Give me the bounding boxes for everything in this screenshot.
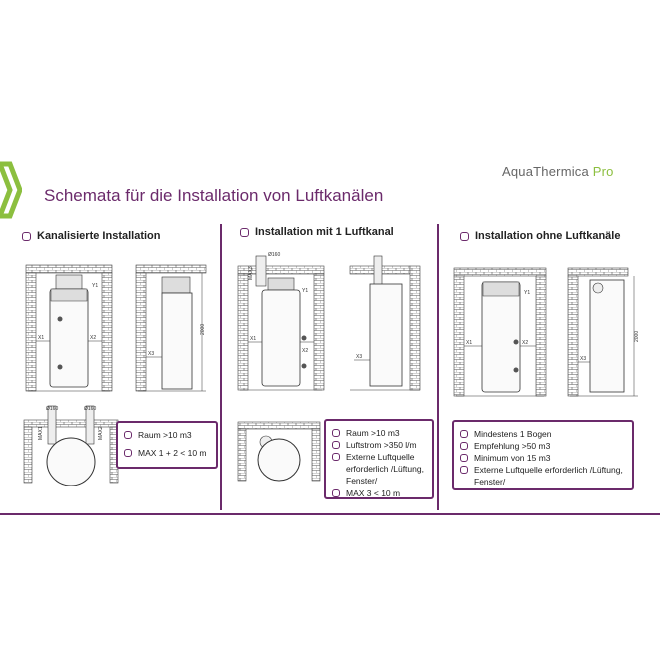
note-item: Externe Luftquelle erforderlich /Lüftung… bbox=[332, 451, 426, 487]
boiler-front bbox=[49, 288, 89, 388]
left-wall bbox=[25, 272, 37, 392]
note-item: Minimum von 15 m3 bbox=[460, 452, 626, 464]
octagon-bullet-icon bbox=[124, 449, 132, 457]
top-view-section-1: Ø160 Ø160 MAX1 MAX2 bbox=[23, 405, 119, 486]
octagon-bullet-icon bbox=[332, 441, 340, 449]
diagram-section-2: X1 X2 Y1 Ø160 MAX3 X3 bbox=[237, 252, 421, 391]
note-item: Raum >10 m3 bbox=[332, 427, 426, 439]
note-item: MAX 3 < 10 m bbox=[332, 487, 426, 499]
right-wall bbox=[101, 272, 113, 392]
octagon-bullet-icon bbox=[332, 453, 340, 461]
octagon-bullet-icon bbox=[460, 454, 468, 462]
octagon-bullet-icon bbox=[22, 231, 31, 241]
dim-label: X3 bbox=[580, 356, 586, 362]
dim-label: X2 bbox=[302, 348, 308, 354]
section-heading-text: Kanalisierte Installation bbox=[37, 230, 161, 242]
ceiling-wall bbox=[25, 264, 113, 274]
section-divider bbox=[220, 224, 222, 510]
dim-label: X1 bbox=[466, 340, 472, 346]
dim-label: Y1 bbox=[92, 283, 98, 289]
bottom-rule bbox=[0, 513, 660, 515]
diagram-section-1: X1 X2 Y1 X3 2000 bbox=[25, 264, 207, 392]
section-heading: Installation mit 1 Luftkanal bbox=[240, 226, 394, 238]
dim-label: X3 bbox=[148, 351, 154, 357]
octagon-bullet-icon bbox=[240, 227, 249, 237]
dim-label: MAX2 bbox=[98, 426, 104, 440]
note-item: Externe Luftquelle erforderlich /Lüftung… bbox=[460, 464, 626, 488]
octagon-bullet-icon bbox=[332, 429, 340, 437]
dim-label: X2 bbox=[522, 340, 528, 346]
dim-label: X3 bbox=[356, 354, 362, 360]
octagon-bullet-icon bbox=[460, 466, 468, 474]
dim-label: MAX3 bbox=[248, 266, 254, 280]
octagon-bullet-icon bbox=[460, 231, 469, 241]
brand-chevron-icon bbox=[0, 161, 22, 219]
section-heading: Installation ohne Luftkanäle bbox=[460, 230, 620, 242]
dim-label: 2000 bbox=[200, 324, 206, 335]
dim-label: Ø160 bbox=[268, 252, 280, 258]
dim-label: X2 bbox=[90, 335, 96, 341]
section-heading-text: Installation mit 1 Luftkanal bbox=[255, 226, 394, 238]
dim-label: X1 bbox=[250, 336, 256, 342]
dim-label: X1 bbox=[38, 335, 44, 341]
diagram-section-3: X1 X2 Y1 X3 2000 bbox=[453, 267, 640, 397]
dim-label: Y1 bbox=[524, 290, 530, 296]
octagon-bullet-icon bbox=[460, 430, 468, 438]
section-heading: Kanalisierte Installation bbox=[22, 230, 160, 242]
boiler-side bbox=[161, 292, 193, 390]
brand-main: AquaThermica bbox=[502, 164, 589, 179]
brand-logo: AquaThermica Pro bbox=[502, 164, 614, 179]
note-item: Raum >10 m3 bbox=[124, 429, 210, 441]
octagon-bullet-icon bbox=[460, 442, 468, 450]
dim-label: Ø160 bbox=[46, 406, 58, 412]
brand-suffix: Pro bbox=[592, 164, 614, 179]
note-item: Mindestens 1 Bogen bbox=[460, 428, 626, 440]
dim-label: Y1 bbox=[302, 288, 308, 294]
section-heading-text: Installation ohne Luftkanäle bbox=[475, 230, 621, 242]
dim-label: 2000 bbox=[634, 331, 640, 342]
notes-box: Mindestens 1 Bogen Empfehlung >50 m3 Min… bbox=[452, 420, 634, 490]
octagon-bullet-icon bbox=[124, 431, 132, 439]
page-title: Schemata für die Installation von Luftka… bbox=[44, 186, 384, 205]
top-view-section-2 bbox=[237, 421, 321, 482]
section-divider bbox=[437, 224, 439, 510]
note-item: MAX 1 + 2 < 10 m bbox=[124, 447, 210, 459]
dim-label: Ø160 bbox=[84, 406, 96, 412]
notes-box: Raum >10 m3 MAX 1 + 2 < 10 m bbox=[116, 421, 218, 469]
note-item: Luftstrom >350 l/m bbox=[332, 439, 426, 451]
notes-box: Raum >10 m3 Luftstrom >350 l/m Externe L… bbox=[324, 419, 434, 499]
octagon-bullet-icon bbox=[332, 489, 340, 497]
note-item: Empfehlung >50 m3 bbox=[460, 440, 626, 452]
duct bbox=[55, 274, 83, 290]
dim-label: MAX1 bbox=[38, 426, 44, 440]
